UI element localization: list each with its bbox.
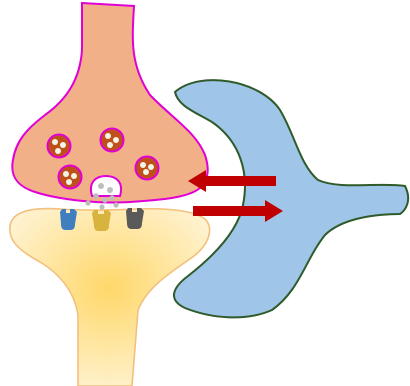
vesicle-dot [140,162,146,168]
vesicle-body [59,166,82,189]
vesicle-body [101,129,124,152]
vesicle-dot [113,137,119,143]
neurotransmitter-molecule [93,193,99,199]
vesicle-3 [136,157,159,180]
vesicle-4 [59,166,82,189]
vesicle-dot [63,171,69,177]
fusing-vesicle [91,176,121,196]
vesicle-dot [143,169,149,175]
vesicle-dot [107,142,113,148]
neurotransmitter-molecule [113,202,118,207]
vesicle-dot [105,133,111,139]
vesicle-dot [66,179,72,185]
vesicle-dot [55,148,61,154]
neurotransmitter-molecule [102,197,108,203]
neurotransmitter-molecule [109,195,115,201]
presynaptic-terminal [12,3,207,203]
neurotransmitter-molecule [85,200,90,205]
neurotransmitter-molecule [99,204,104,209]
vesicle-dot [52,139,58,145]
vesicle-dot [71,173,77,179]
vesicle-dot [148,164,154,170]
vesicle-dot [60,142,66,148]
vesicle-body [48,135,71,158]
neurotransmitter-molecule [107,187,113,193]
vesicle-1 [48,135,71,158]
glial-cell [174,80,408,317]
neurotransmitter-molecule [98,183,104,189]
vesicle-2 [101,129,124,152]
vesicle-body [136,157,159,180]
